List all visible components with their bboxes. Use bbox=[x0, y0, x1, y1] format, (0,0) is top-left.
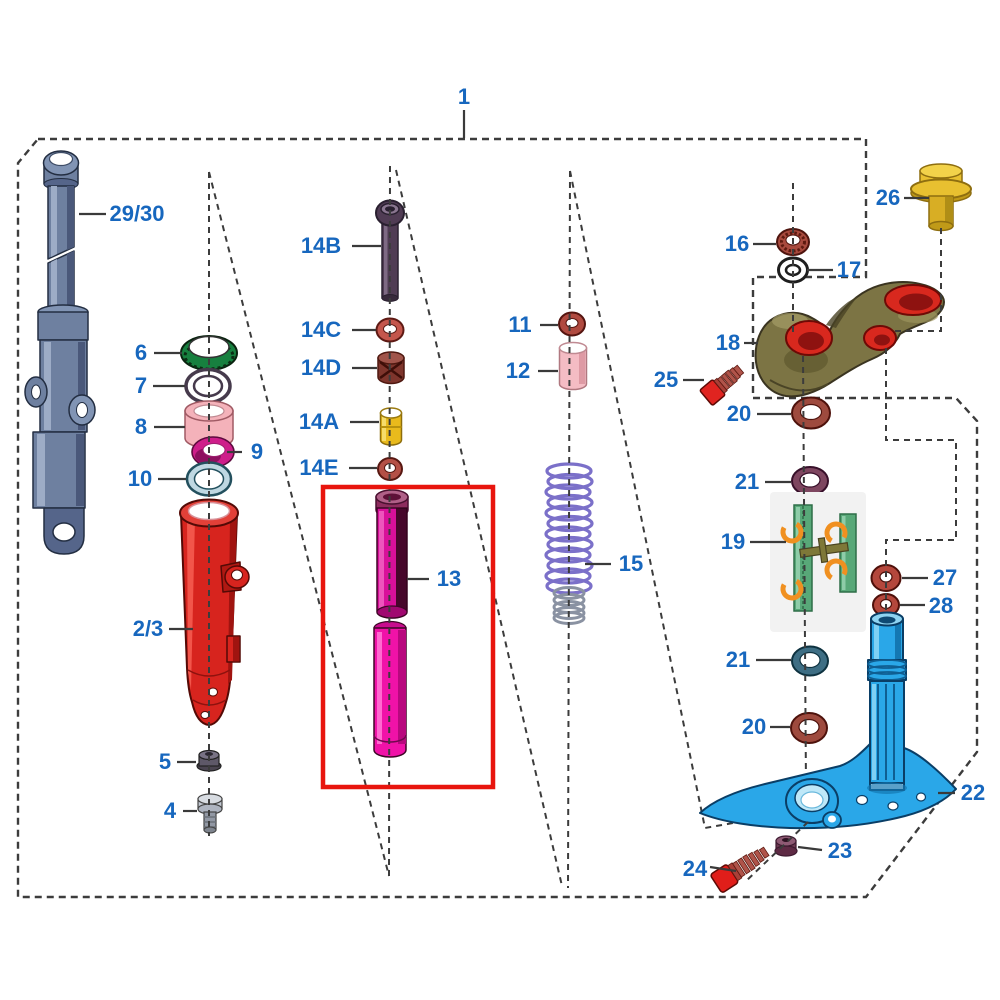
callout-labels: 1 29/30 6 7 8 9 10 2/3 5 4 14B 14C 14D 1… bbox=[109, 84, 985, 881]
callout-8: 8 bbox=[135, 414, 147, 439]
callout-26: 26 bbox=[876, 185, 900, 210]
callout-11: 11 bbox=[508, 312, 531, 337]
callout-21-lower: 21 bbox=[726, 647, 750, 672]
callout-13: 13 bbox=[437, 566, 461, 591]
callout-20-upper: 20 bbox=[727, 401, 751, 426]
part-upper-bracket-18 bbox=[754, 281, 945, 398]
highlight-box bbox=[320, 484, 496, 790]
part-spacer-12 bbox=[558, 341, 588, 391]
callout-9: 9 bbox=[251, 439, 263, 464]
callout-21-upper: 21 bbox=[735, 469, 759, 494]
part-valve-14D bbox=[377, 351, 405, 385]
part-nut-23 bbox=[774, 835, 798, 857]
callout-4: 4 bbox=[164, 798, 177, 823]
part-ring-10 bbox=[185, 461, 233, 497]
part-seal-21-lower bbox=[791, 645, 829, 677]
callout-15: 15 bbox=[619, 551, 643, 576]
part-outer-tube-2-3 bbox=[179, 498, 250, 726]
axis-left-diagonal bbox=[208, 171, 390, 877]
callout-14A: 14A bbox=[299, 409, 339, 434]
callout-24: 24 bbox=[683, 856, 708, 881]
callout-14C: 14C bbox=[301, 317, 341, 342]
callout-18: 18 bbox=[716, 330, 740, 355]
part-bearing-19 bbox=[770, 492, 866, 632]
axis-stem-step bbox=[885, 348, 957, 616]
axis-cap-bolt bbox=[893, 228, 942, 332]
callout-17: 17 bbox=[837, 257, 861, 282]
callout-6: 6 bbox=[135, 340, 147, 365]
callout-23: 23 bbox=[828, 838, 852, 863]
axis-spring-column bbox=[567, 170, 571, 889]
callout-14D: 14D bbox=[301, 355, 341, 380]
callout-10: 10 bbox=[128, 466, 152, 491]
callout-14B: 14B bbox=[301, 233, 341, 258]
callout-14E: 14E bbox=[299, 455, 338, 480]
part-seal-20-lower bbox=[790, 712, 828, 744]
callout-2-3: 2/3 bbox=[133, 616, 164, 641]
axis-center-diagonal bbox=[395, 169, 563, 887]
callout-27: 27 bbox=[933, 565, 957, 590]
assembly-border bbox=[16, 137, 979, 899]
part-piston-14A bbox=[379, 407, 403, 446]
callout-25: 25 bbox=[654, 367, 678, 392]
part-steering-stem-22 bbox=[699, 611, 957, 830]
leader-lines bbox=[79, 110, 955, 873]
part-washer-11 bbox=[558, 311, 586, 337]
part-bolt-25 bbox=[699, 364, 745, 406]
part-seal-21-upper bbox=[791, 466, 829, 496]
callout-28: 28 bbox=[929, 593, 953, 618]
callout-12: 12 bbox=[506, 358, 530, 383]
axis-center-column bbox=[388, 165, 391, 877]
callout-22: 22 bbox=[961, 780, 985, 805]
part-inner-tube-29-30 bbox=[24, 150, 96, 555]
callout-7: 7 bbox=[135, 373, 147, 398]
callout-1: 1 bbox=[458, 84, 470, 109]
callout-16: 16 bbox=[725, 231, 749, 256]
axis-pinch-bolt bbox=[744, 821, 809, 883]
callout-29-30: 29/30 bbox=[109, 201, 164, 226]
part-spring-15 bbox=[544, 462, 594, 625]
callout-19: 19 bbox=[721, 529, 745, 554]
callout-20-lower: 20 bbox=[742, 714, 766, 739]
part-damper-rod-13 bbox=[373, 489, 409, 758]
part-cap-bolt-26 bbox=[910, 163, 972, 232]
part-seal-20-upper bbox=[791, 396, 831, 430]
callout-5: 5 bbox=[159, 749, 171, 774]
